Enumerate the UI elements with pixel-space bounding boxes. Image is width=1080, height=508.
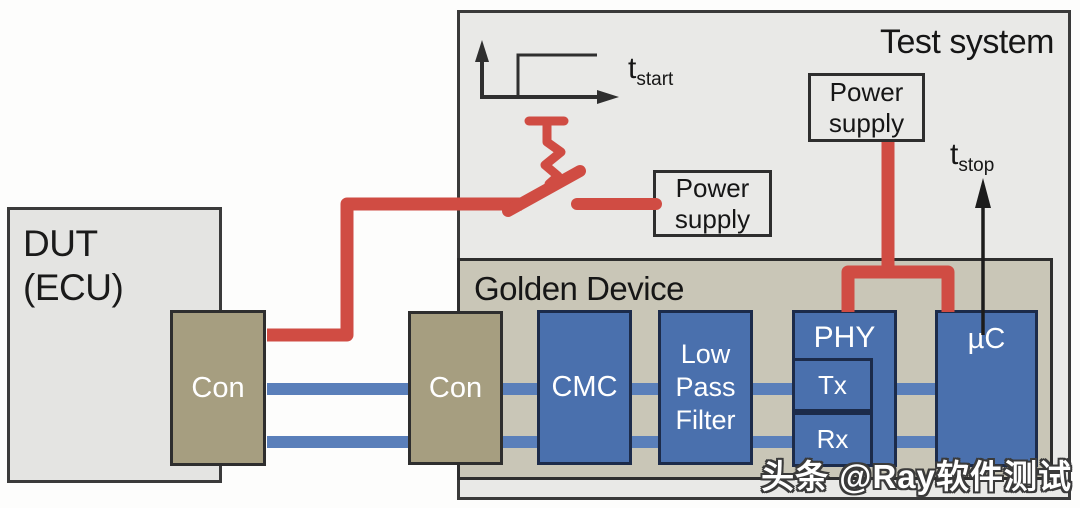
- dut-label-line1: DUT: [23, 223, 98, 264]
- golden-device-label: Golden Device: [474, 270, 684, 307]
- power-supply-direct-box: Power supply: [808, 73, 925, 142]
- rx-label: Rx: [816, 424, 849, 454]
- connector-dut-block: Con: [170, 310, 266, 466]
- tx-label: Tx: [818, 369, 847, 400]
- watermark: 头条 @Ray软件测试: [761, 458, 1072, 495]
- dut-label-line2: (ECU): [23, 267, 124, 308]
- phy-label: PHY: [813, 321, 876, 354]
- microcontroller-block: µC: [935, 310, 1038, 467]
- low-pass-filter-block: Low Pass Filter: [658, 310, 753, 465]
- power-supply-switched-line2: supply: [674, 203, 751, 234]
- connector-golden-block: Con: [408, 311, 503, 465]
- microcontroller-label: µC: [967, 323, 1006, 355]
- cmc-label: CMC: [551, 371, 618, 403]
- t-start-label: tstart: [628, 52, 674, 90]
- tx-block: Tx: [792, 358, 873, 412]
- power-supply-switched-line1: Power: [675, 172, 750, 203]
- power-supply-direct-line1: Power: [829, 76, 904, 107]
- cmc-block: CMC: [537, 310, 632, 465]
- connector-dut-label: Con: [191, 371, 245, 404]
- rx-block: Rx: [792, 412, 873, 467]
- power-supply-direct-line2: supply: [828, 107, 905, 138]
- low-pass-filter-label: Low Pass Filter: [675, 339, 736, 435]
- power-supply-switched-box: Power supply: [653, 170, 772, 237]
- t-stop-label: tstop: [950, 138, 995, 176]
- test-system-label: Test system: [880, 23, 1054, 61]
- connector-golden-label: Con: [428, 371, 483, 404]
